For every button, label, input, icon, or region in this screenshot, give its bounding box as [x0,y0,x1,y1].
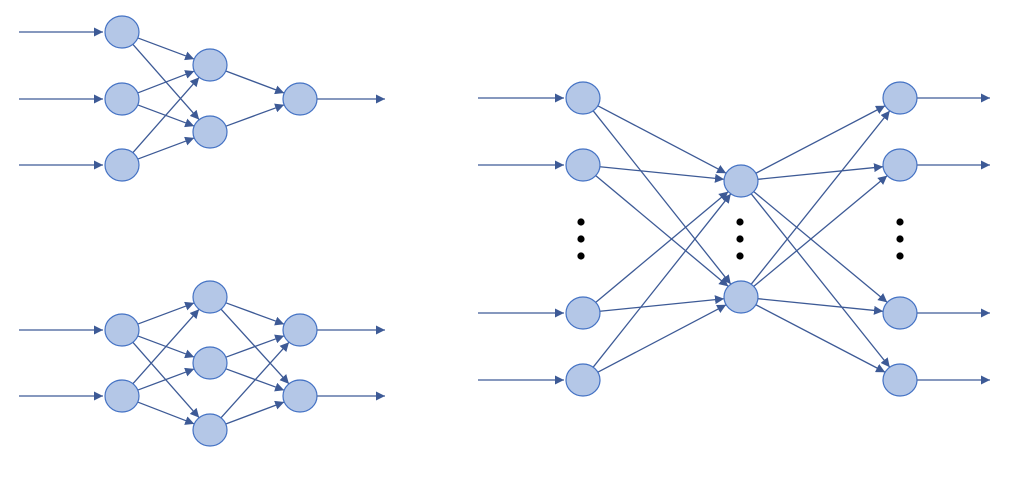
connection-arrow [597,304,727,373]
ellipsis-dot [896,252,904,260]
neuron-node [192,48,228,82]
neuron-node [104,82,140,116]
connection-arrow [599,295,725,312]
connection-arrow [225,334,285,358]
connection-arrow [750,110,891,285]
network-diagram-bottom-left [19,280,385,447]
neuron-node [723,164,759,198]
ellipsis-dot [896,235,904,243]
connection-arrow [597,105,727,174]
neuron-node [104,379,140,413]
connection-arrow [220,341,290,419]
connection-arrow [137,367,195,391]
ellipsis-dot [736,218,744,226]
neuron-node [104,148,140,182]
ellipsis-dot [736,252,744,260]
connection-arrow [225,103,285,127]
connection-arrow [137,136,195,160]
connection-arrow [753,191,888,303]
connection-arrow [137,70,195,94]
network-diagram-top-left [19,15,385,182]
connection-arrow [755,304,886,373]
neuron-node [723,280,759,314]
neuron-node [282,313,318,347]
connection-arrow [592,193,732,368]
connection-arrow [595,175,729,287]
ellipsis-dot [577,252,585,260]
ellipsis-dot [736,235,744,243]
neuron-node [104,15,140,49]
neuron-node [882,296,918,330]
neuron-node [565,363,601,397]
neuron-node [192,115,228,149]
connection-arrow [750,193,891,368]
ellipsis-dot [577,235,585,243]
connection-arrow [137,301,195,325]
neuron-node [282,379,318,413]
neuron-node [565,148,601,182]
connection-arrow [599,166,725,183]
neuron-node [192,346,228,380]
network-diagram-right [478,81,990,397]
neuron-node [882,148,918,182]
connection-arrow [757,298,884,315]
connection-arrow [225,302,285,326]
neuron-node [192,413,228,447]
connection-arrow [132,76,200,154]
connection-arrow [757,163,884,180]
neuron-node [882,363,918,397]
connection-arrow [592,110,732,285]
connection-arrow [132,308,200,385]
connection-arrow [137,401,195,425]
ellipsis-dot [896,218,904,226]
connection-arrow [753,175,888,287]
neuron-node [565,81,601,115]
neuron-node [104,313,140,347]
connection-arrow [595,191,729,303]
ellipsis-dot [577,218,585,226]
connection-arrow [225,70,285,95]
neuron-node [282,82,318,116]
connection-arrow [755,105,886,174]
neuron-node [565,296,601,330]
neuron-node [882,81,918,115]
neuron-node [192,280,228,314]
connection-arrow [137,37,195,61]
connection-arrow [225,400,285,425]
